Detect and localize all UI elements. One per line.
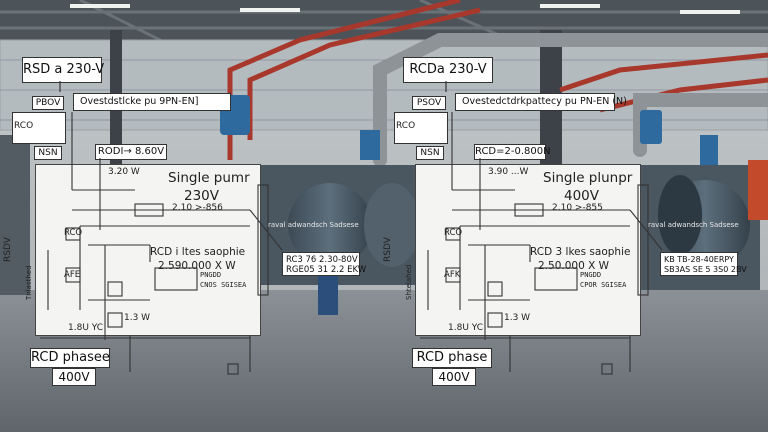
right-val-top: 3.90 ...W [488, 167, 529, 177]
left-bottom-tag2: 400V [52, 368, 96, 386]
right-volt-tag: 1.3 W [504, 313, 531, 323]
right-rcd-spec-line1: RCD 3 lkes saophie [530, 246, 631, 258]
right-overcurrent-note: Ovestedctdrkpattecy pu PN-EN (N) [455, 93, 627, 111]
left-heading-line1: Single pumr [168, 170, 250, 186]
right-volt-bottom: 1.8U YC [448, 323, 484, 333]
left-rcd-label: RODI→ 8.60V [95, 144, 167, 160]
right-rating-line1: KB TB-28-40ERPY [664, 255, 734, 264]
left-rcd-spec-line1: RCD i ltes saophie [150, 246, 246, 258]
right-rcd-label: RCD=2-0.800N [474, 144, 551, 160]
left-box-top: PBOV [32, 96, 64, 110]
left-rating-tag: RC3 76 2.30-80V RGE05 31 2.2 EKW [282, 252, 367, 276]
right-box-bot: NSN [416, 146, 444, 160]
left-schematic-panel [35, 164, 261, 336]
left-bottom-tag1: RCD phasee [30, 348, 110, 368]
right-device-box [394, 112, 448, 144]
left-box-bot: NSN [34, 146, 62, 160]
left-rco: RCO [64, 228, 83, 238]
right-val-mid: 2.10 >-855 [552, 203, 603, 213]
left-val-top: 3.20 W [108, 167, 140, 177]
right-bottom-tag2: 400V [432, 368, 476, 386]
right-side-tag: RSDV [383, 237, 393, 262]
left-heading-line2: 230V [184, 188, 220, 204]
left-device-box [12, 112, 66, 144]
right-table-line1: PNGDD [580, 271, 602, 279]
right-table-line2: CPOR SGISEA [580, 281, 627, 289]
right-rco: RCO [444, 228, 463, 238]
left-val-mid: 2.10 >-856 [172, 203, 223, 213]
left-rating-line2: RGE05 31 2.2 EKW [286, 265, 367, 275]
left-overcurrent-note: Ovestdstlcke pu 9PN-EN] [73, 93, 231, 111]
right-rating-tag: KB TB-28-40ERPY SB3AS SE 5 3S0 2BV [660, 252, 747, 276]
left-inline-note: raval adwandsch Sadsese [268, 221, 359, 229]
left-table-line1: PNGDD [200, 271, 222, 279]
left-rating-line1: RC3 76 2.30-80V [286, 255, 358, 265]
left-rcd-spec-line2: 2.590.000 X W [158, 260, 236, 272]
right-rcd-spec-line2: 2.50.000 X W [538, 260, 610, 272]
left-afk: AFE [64, 270, 81, 280]
right-box-top: PSOV [412, 96, 446, 110]
right-title-tag: RCDa 230-V [403, 57, 493, 83]
right-inline-note: raval adwandsch Sadsese [648, 221, 739, 229]
right-bottom-tag1: RCD phase [412, 348, 492, 368]
right-box-mid: RCO [396, 121, 416, 131]
left-box-mid: RCO [14, 121, 34, 131]
right-side-tag2: Shtelahed [405, 264, 413, 300]
right-heading-line1: Single plunpr [543, 170, 633, 186]
left-volt-tag: 1.3 W [124, 313, 151, 323]
left-table-line2: CNOS SGISEA [200, 281, 247, 289]
left-title-tag: RSD a 230-V [22, 57, 104, 83]
left-volt-bottom: 1.8U YC [68, 323, 104, 333]
right-heading-line2: 400V [564, 188, 600, 204]
right-afk: AFK [444, 270, 461, 280]
right-rating-line2: SB3AS SE 5 3S0 2BV [664, 265, 747, 274]
right-schematic-panel [415, 164, 641, 336]
